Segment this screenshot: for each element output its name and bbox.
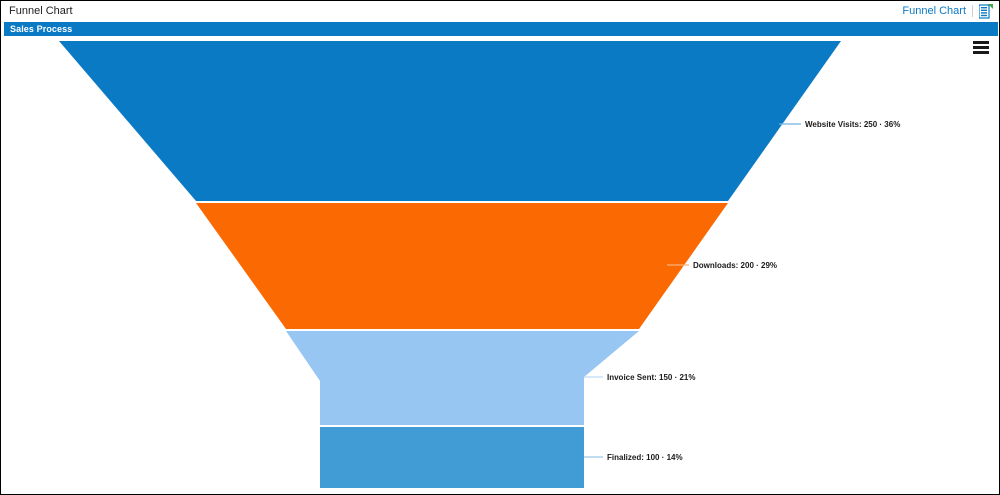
funnel-segment-downloads[interactable] [196,203,728,329]
funnel-chart-link[interactable]: Funnel Chart [902,5,966,17]
funnel-label-downloads: Downloads: 200 · 29% [693,261,777,270]
menu-line [973,41,989,44]
funnel-callouts: Website Visits: 250 · 36% Downloads: 200… [584,120,900,462]
funnel-segments [59,41,841,488]
hamburger-menu-icon[interactable] [973,41,989,54]
funnel-segment-finalized[interactable] [320,427,584,488]
header-actions: Funnel Chart [902,3,993,19]
document-lines-icon[interactable] [978,3,993,19]
top-header-bar: Funnel Chart Funnel Chart [1,1,999,21]
header-divider [972,5,973,17]
chart-title: Sales Process [10,24,73,34]
chart-title-bar: Sales Process [4,22,998,36]
funnel-segment-website-visits[interactable] [59,41,841,201]
funnel-label-website-visits: Website Visits: 250 · 36% [805,120,900,129]
funnel-label-invoice-sent: Invoice Sent: 150 · 21% [607,373,695,382]
menu-line [973,51,989,54]
page-title: Funnel Chart [9,5,73,17]
menu-line [973,46,989,49]
funnel-label-finalized: Finalized: 100 · 14% [607,453,683,462]
funnel-plot-area: Website Visits: 250 · 36% Downloads: 200… [1,37,999,494]
funnel-segment-invoice-sent[interactable] [286,331,639,425]
